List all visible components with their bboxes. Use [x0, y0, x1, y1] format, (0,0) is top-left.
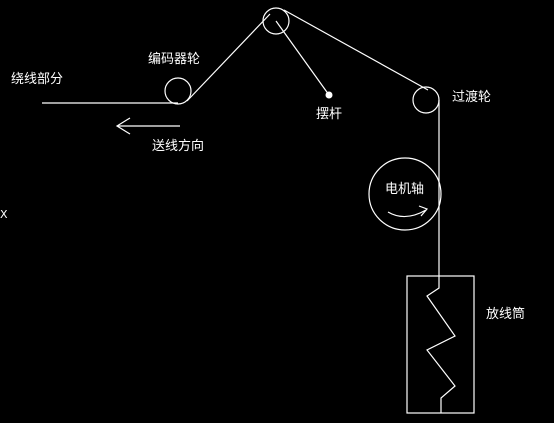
drum-wire-zigzag	[426, 276, 456, 413]
swing-arm-pivot	[325, 91, 333, 99]
wire-encoder-to-pulley	[186, 13, 271, 102]
wire-pulley-to-transition	[283, 9, 429, 91]
rotation-arrow-icon	[387, 209, 427, 218]
label-winding-section: 绕线部分	[11, 72, 63, 87]
swing-arm-rod	[275, 20, 330, 96]
label-motor-shaft: 电机轴	[385, 182, 424, 197]
swing-pulley	[262, 7, 290, 35]
motor-shaft	[368, 157, 442, 231]
label-transition-wheel: 过渡轮	[452, 89, 491, 105]
label-swing-arm: 摆杆	[316, 107, 342, 122]
label-x-marker: X	[0, 208, 8, 221]
label-encoder-wheel: 编码器轮	[148, 52, 200, 67]
transition-wheel	[412, 86, 440, 114]
label-feed-direction: 送线方向	[152, 138, 204, 154]
left-arrow-icon	[115, 117, 131, 135]
pay-off-drum	[406, 275, 475, 414]
rotation-arrowhead-icon	[418, 205, 429, 217]
encoder-wheel	[164, 77, 192, 105]
label-pay-off-drum: 放线筒	[486, 306, 525, 322]
